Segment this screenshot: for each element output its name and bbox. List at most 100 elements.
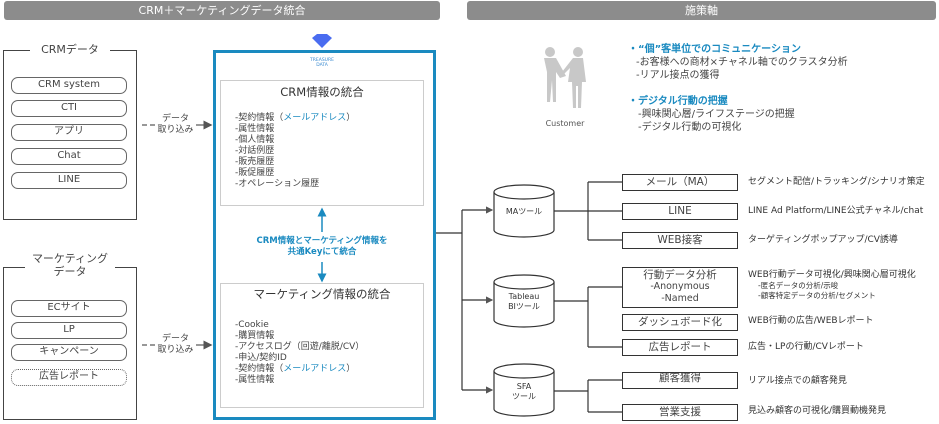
tool-line: SFA [516, 382, 532, 391]
item-text: -申込/契約ID [235, 353, 287, 363]
crm-integration-box: CRM情報の統合 -契約情報（メールアドレス）-属性情報-個人情報-対話例歴-販… [220, 80, 424, 206]
marketing-source-item: 広告レポート [11, 369, 127, 386]
crm-integration-list: -契約情報（メールアドレス）-属性情報-個人情報-対話例歴-販売履歴-販促履歴-… [235, 113, 355, 190]
customer-label: Customer [545, 119, 585, 128]
channel-desc: 広告・LPの行動/CVレポート [748, 342, 864, 352]
import-label: データ取り込み [153, 334, 198, 356]
channel-desc: リアル接点での顧客発見 [748, 376, 847, 386]
list-item: -販促履歴 [235, 168, 355, 179]
crm-source-item: Chat [11, 148, 127, 165]
item-text: -属性情報 [235, 375, 275, 385]
note-line: 共通Keyにて統合 [287, 247, 357, 257]
item-highlight: メールアドレス [283, 364, 347, 374]
channel-line: LINE [622, 203, 738, 220]
item-text: -オペレーション履歴 [235, 179, 320, 189]
tool-line: ツール [512, 392, 536, 401]
desc-line: -匿名データの分析/示唆 [758, 281, 839, 290]
label-line: データ [53, 265, 87, 278]
label-line: マーケティング [31, 252, 109, 265]
list-item: -属性情報 [235, 375, 364, 386]
strategy-heading: ・“個”客単位でのコミュニケーション [628, 44, 801, 55]
header-left: CRM＋マーケティングデータ統合 [4, 1, 440, 20]
item-text: -契約情報（ [235, 364, 284, 374]
list-item: -購買情報 [235, 331, 364, 342]
desc-line: WEB行動データ可視化/興味関心層可視化 [748, 270, 916, 280]
list-item: -販売履歴 [235, 157, 355, 168]
channel-desc: 見込み顧客の可視化/購買動機発見 [748, 406, 887, 416]
list-item: -対話例歴 [235, 146, 355, 157]
note-line: CRM情報とマーケティング情報を [256, 236, 388, 246]
common-key-note: CRM情報とマーケティング情報を共通Keyにて統合 [236, 236, 408, 258]
list-item: -契約情報（メールアドレス） [235, 364, 364, 375]
crm-source-item: CTI [11, 100, 127, 117]
list-item: -申込/契約ID [235, 353, 364, 364]
marketing-data-label: マーケティングデータ [25, 252, 115, 278]
import-text: 取り込み [157, 125, 194, 135]
list-item: -属性情報 [235, 124, 355, 135]
strategy-line: -リアル接点の獲得 [636, 70, 720, 81]
marketing-integration-box: マーケティング情報の統合 -Cookie-購買情報-アクセスログ（回遊/離脱/C… [220, 283, 424, 408]
marketing-integration-title: マーケティング情報の統合 [253, 287, 391, 301]
channel-desc: WEB行動データ可視化/興味関心層可視化-匿名データの分析/示唆-顧客特定データ… [748, 270, 916, 301]
list-item: -契約情報（メールアドレス） [235, 113, 355, 124]
channel-acquisition: 顧客獲得 [622, 372, 738, 389]
channel-desc: ターゲティングポップアップ/CV誘導 [748, 235, 898, 245]
channel-label: 行動データ分析 [643, 269, 717, 281]
channel-desc: LINE Ad Platform/LINE公式チャネル/chat [748, 206, 924, 216]
channel-behavior-analysis: 行動データ分析-Anonymous-Named [622, 267, 738, 308]
crm-data-label: CRMデータ [30, 43, 110, 56]
crm-source-item: アプリ [11, 124, 127, 141]
tool-line: Tableau [508, 292, 540, 301]
crm-source-item: CRM system [11, 77, 127, 94]
customer-handshake-icon [544, 47, 586, 108]
logo-line: DATA [316, 63, 328, 68]
tool-line: BIツール [508, 302, 540, 311]
marketing-source-item: LP [11, 322, 127, 339]
strategy-line: -お客様への商材×チャネル軸でのクラスタ分析 [636, 57, 848, 68]
channel-web: WEB接客 [622, 232, 738, 249]
item-text: ） [346, 364, 356, 374]
marketing-source-item: ECサイト [11, 300, 127, 317]
channel-dashboard: ダッシュボード化 [622, 314, 738, 331]
item-text: -対話例歴 [235, 146, 275, 156]
channel-sub: -Named [661, 293, 699, 304]
import-text: データ [161, 334, 189, 344]
cylinders [493, 184, 555, 417]
import-label: データ取り込み [153, 114, 198, 136]
import-text: 取り込み [157, 345, 194, 355]
channel-mail: メール（MA） [622, 174, 738, 191]
ma-tool-label: MAツール [505, 207, 543, 216]
channel-ad-report: 広告レポート [622, 339, 738, 356]
strategy-heading: ・デジタル行動の把握 [628, 96, 728, 107]
item-text: -契約情報（ [235, 113, 284, 123]
treasure-data-box [213, 50, 436, 420]
treasure-data-logo-icon [312, 34, 332, 48]
item-text: -販促履歴 [235, 168, 275, 178]
crm-source-item: LINE [11, 172, 127, 189]
item-text: -購買情報 [235, 331, 275, 341]
channel-sales-support: 営業支援 [622, 404, 738, 421]
channel-desc: WEB行動の広告/WEBレポート [748, 316, 874, 326]
item-text: ） [346, 113, 356, 123]
item-text: -属性情報 [235, 124, 275, 134]
strategy-text: ・“個”客単位でのコミュニケーション -お客様への商材×チャネル軸でのクラスタ分… [628, 43, 848, 134]
item-highlight: メールアドレス [283, 113, 347, 123]
header-right: 施策軸 [467, 1, 936, 20]
item-text: -販売履歴 [235, 157, 275, 167]
crm-integration-title: CRM情報の統合 [280, 85, 364, 99]
strategy-line: -デジタル行動の可視化 [638, 122, 742, 133]
marketing-source-item: キャンペーン [11, 344, 127, 361]
channel-desc: セグメント配信/トラッキング/シナリオ策定 [748, 177, 925, 187]
list-item: -オペレーション履歴 [235, 179, 355, 190]
item-text: -個人情報 [235, 135, 275, 145]
channel-sub: -Anonymous [650, 281, 710, 292]
list-item: -アクセスログ（回遊/離脱/CV） [235, 342, 364, 353]
import-text: データ [161, 114, 189, 124]
item-text: -Cookie [235, 320, 269, 330]
list-item: -個人情報 [235, 135, 355, 146]
strategy-line: -興味関心層/ライフステージの把握 [638, 109, 795, 120]
